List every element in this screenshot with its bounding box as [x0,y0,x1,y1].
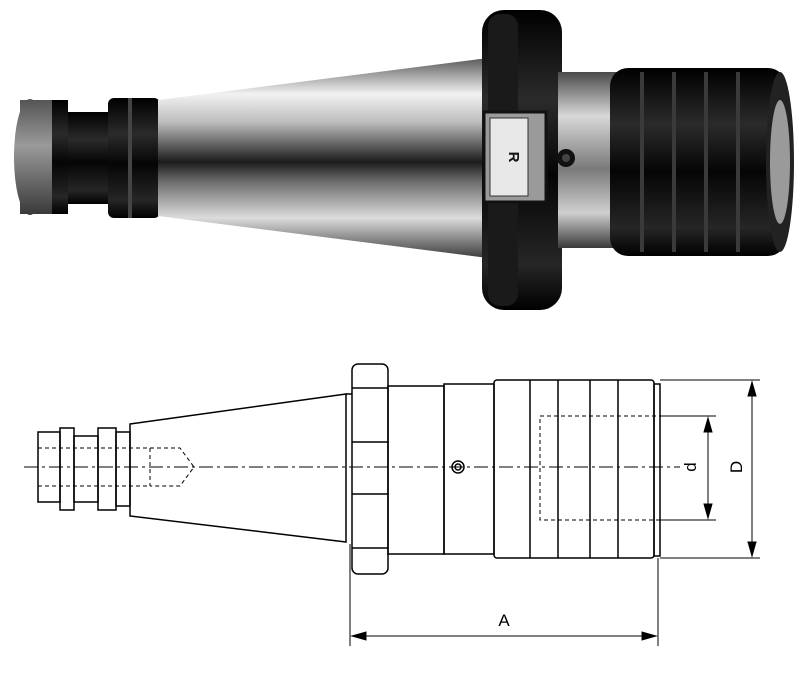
tool-holder-photo: R [14,10,794,310]
dimension-D: D [660,379,760,559]
flange-outline [351,363,389,575]
dimension-label-D: D [727,461,746,473]
dimension-d: d [660,415,716,521]
steep-taper [158,58,488,258]
dimension-label-A: A [498,611,510,630]
retention-knob [14,98,160,218]
dimension-A: A [349,544,659,646]
flange: R [482,10,562,310]
flange-marking: R [505,152,522,163]
body-outline [387,383,495,555]
nut-outline [493,379,661,559]
retention-knob-outline [37,427,195,511]
taper-outline [129,393,352,543]
dimension-label-d: d [681,462,700,471]
technical-drawing: D d A [24,363,760,646]
collet-body [557,72,618,248]
clamping-nut [610,68,794,256]
